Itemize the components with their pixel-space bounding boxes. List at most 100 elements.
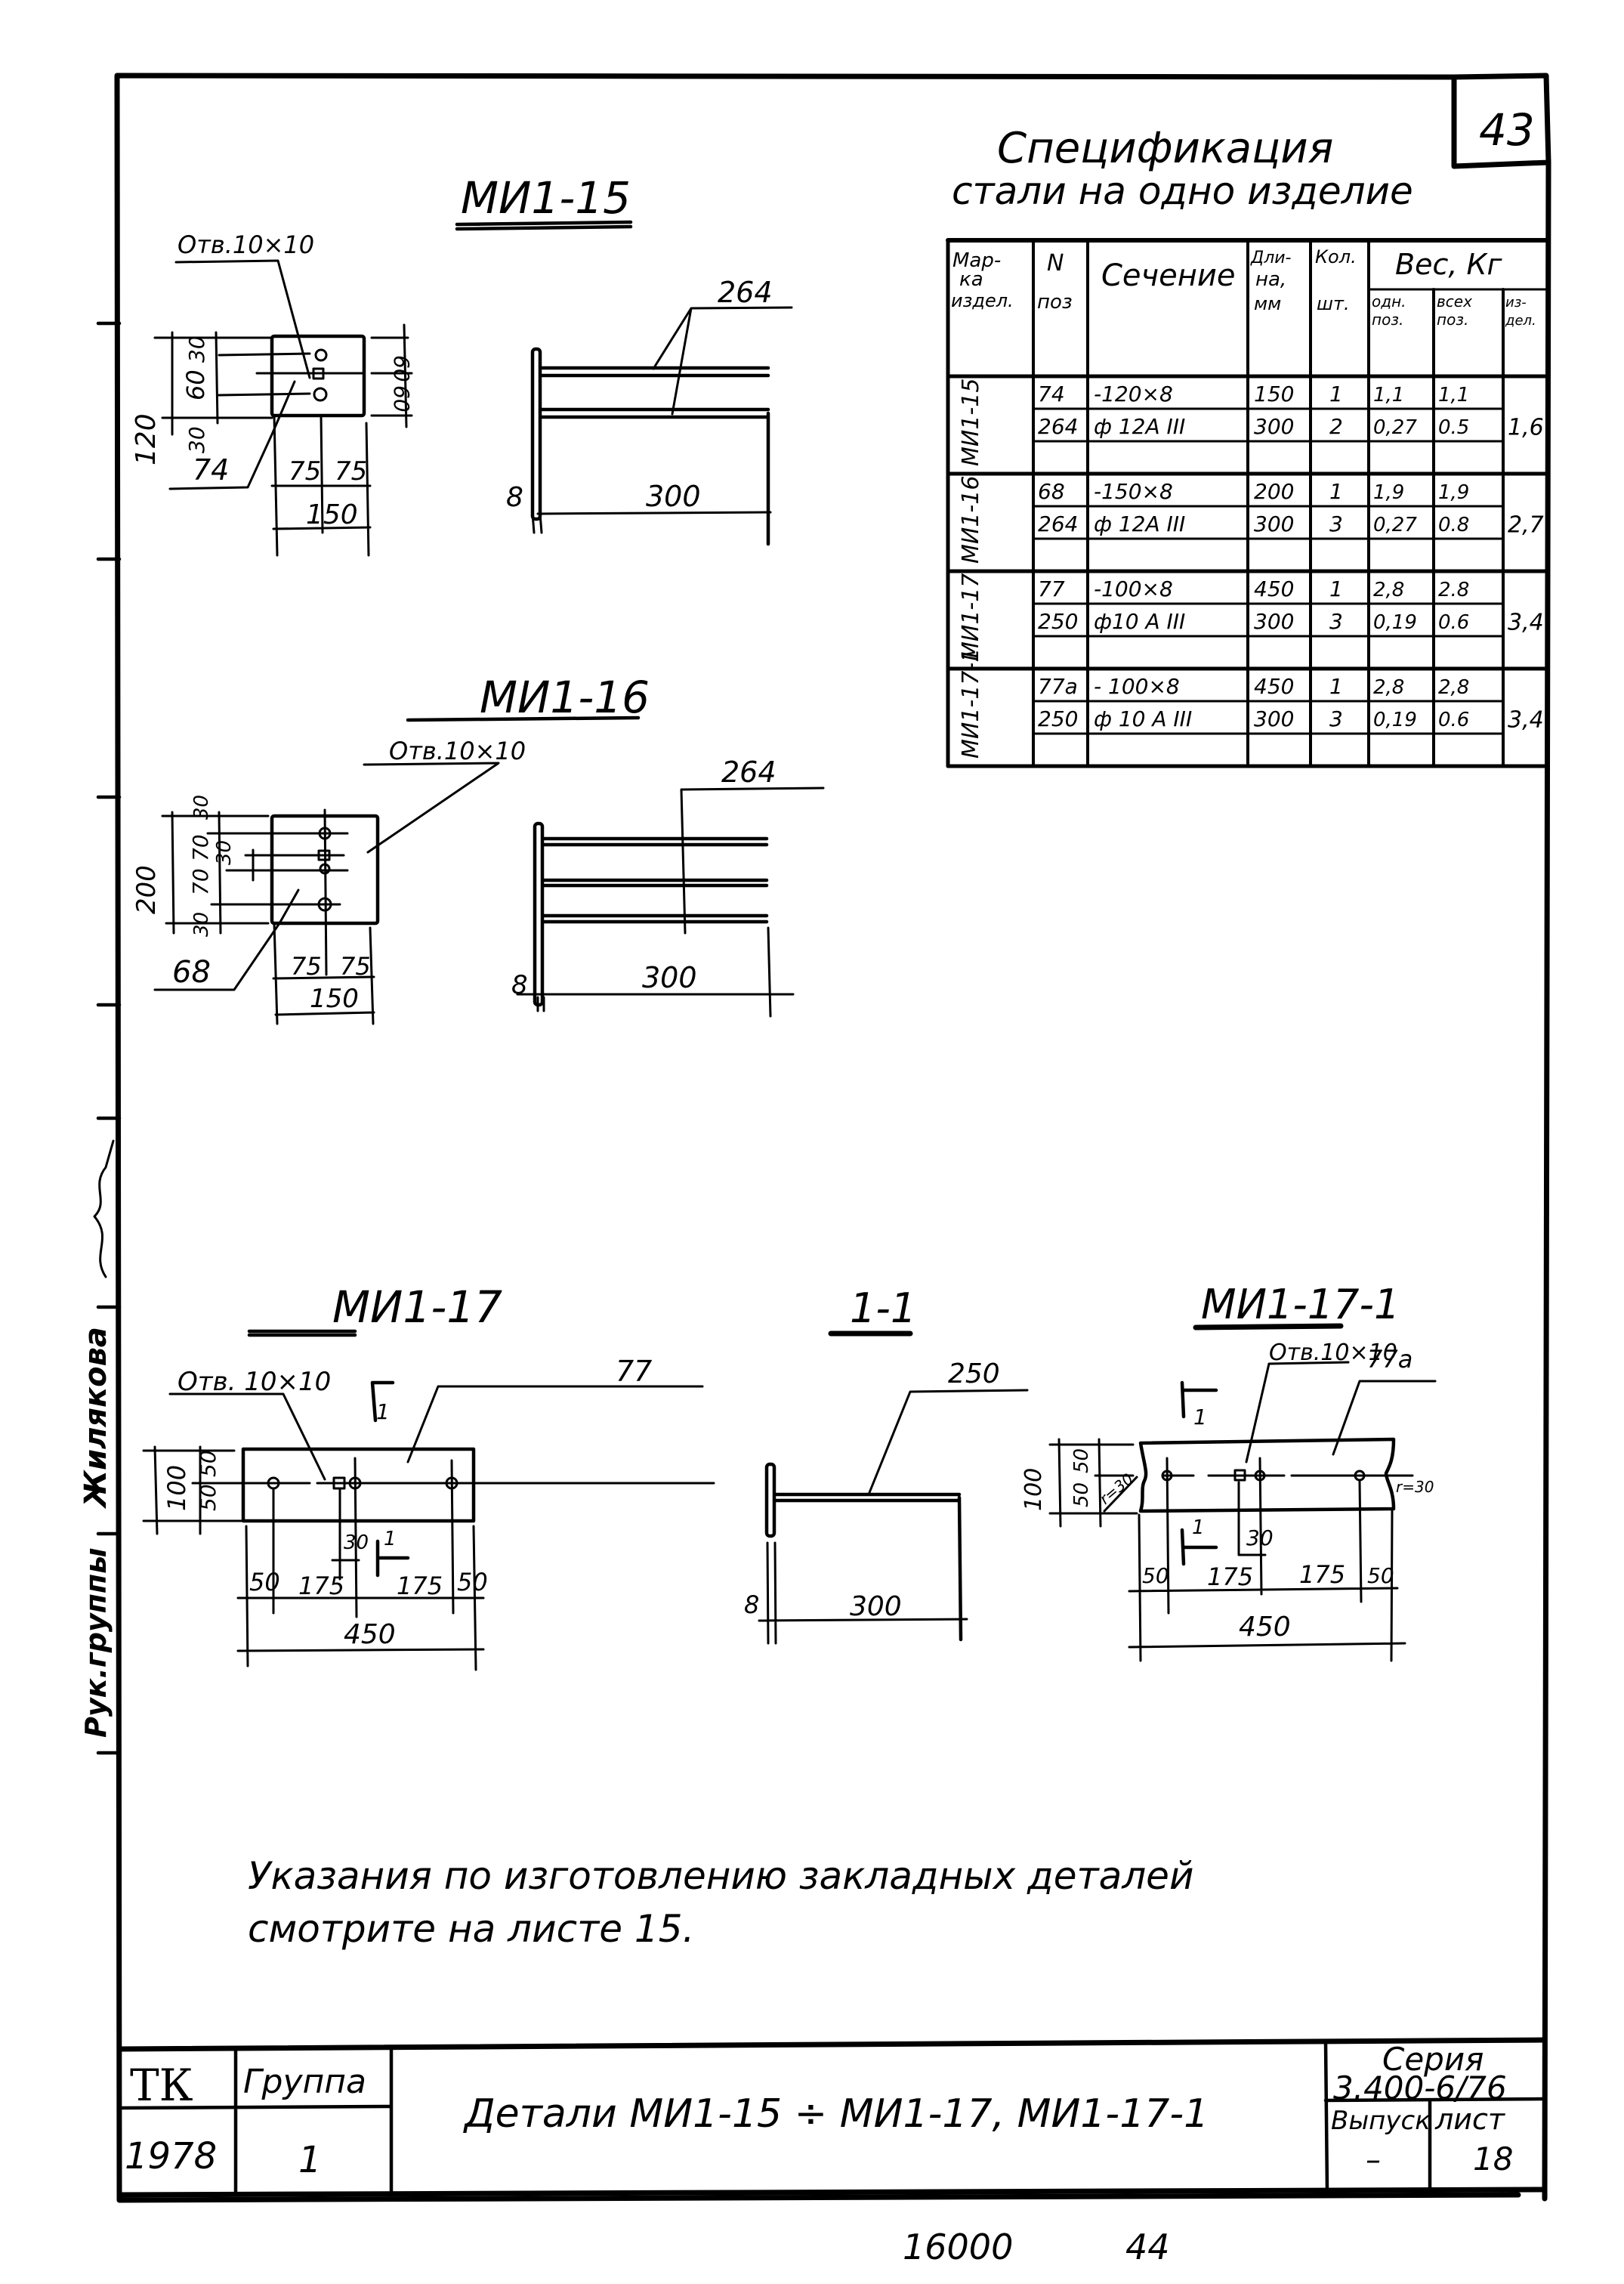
title-block-year: 1978 — [125, 2135, 217, 2177]
cell-section: -150×8 — [1094, 479, 1173, 504]
footer-page: 44 — [1125, 2227, 1170, 2267]
cell-length: 300 — [1254, 512, 1294, 536]
cell-pos: 264 — [1038, 512, 1078, 536]
cell-section: ф 12А III — [1094, 512, 1185, 536]
mi171-dim-h-total: 100 — [1020, 1468, 1047, 1511]
mi16-dim-h-top: 30 — [190, 795, 213, 820]
cell-length: 450 — [1254, 674, 1294, 699]
cell-weight-one: 0,19 — [1373, 611, 1417, 634]
header-section: Сечение — [1101, 258, 1236, 293]
cell-length: 300 — [1254, 706, 1294, 731]
cell-weight-all: 0.6 — [1438, 611, 1469, 634]
title-block-group-label: Группа — [243, 2063, 366, 2101]
mi17-dim-w-total: 450 — [344, 1619, 396, 1650]
header-qty: шт. — [1317, 293, 1350, 314]
mi16-dim-h-bot: 30 — [190, 912, 213, 937]
note-line1: Указания по изготовлению закладных детал… — [248, 1854, 1193, 1898]
cell-pos: 264 — [1038, 414, 1078, 439]
mi16-hole-note: Отв.10×10 — [389, 737, 526, 765]
mi17-section-mark-top: 1 — [376, 1399, 390, 1424]
cell-qty: 1 — [1329, 576, 1343, 601]
mi171-title: МИ1-17-1 — [1201, 1281, 1400, 1328]
mi17-hole-note: Отв. 10×10 — [178, 1367, 331, 1397]
footer-code: 16000 — [903, 2227, 1013, 2267]
mi15-hole-note: Отв.10×10 — [178, 230, 314, 259]
drawing-mi1-16: МИ1-16 Отв.10×10 200 30 70 30 70 30 68 7… — [131, 672, 825, 1025]
title-block-sheet-value: 18 — [1473, 2140, 1513, 2177]
mi16-dim-h-hole: 30 — [213, 840, 236, 865]
header-weight-one: поз. — [1372, 311, 1403, 329]
group-mark-label: МИ1-15 — [958, 379, 984, 466]
mi17-dim-h-total: 100 — [162, 1465, 191, 1511]
cell-section: -120×8 — [1094, 382, 1173, 406]
group-item-weight: 3,4 — [1508, 609, 1544, 635]
header-weight-all: поз. — [1437, 311, 1468, 329]
cell-length: 450 — [1254, 576, 1294, 601]
mi17-dim-w-d: 50 — [457, 1568, 488, 1596]
margin-name-label: Жилякова — [79, 1327, 113, 1510]
cell-weight-all: 0.8 — [1438, 514, 1469, 536]
signature-mark — [93, 1139, 115, 1278]
cell-qty: 1 — [1329, 674, 1343, 699]
cell-pos: 77 — [1038, 576, 1065, 601]
cell-qty: 1 — [1329, 382, 1343, 406]
cell-weight-all: 0.5 — [1438, 416, 1469, 439]
mi15-bar-pos: 264 — [718, 276, 773, 309]
header-length: мм — [1254, 293, 1281, 314]
mi16-dim-w-total: 150 — [310, 984, 359, 1014]
mi17-dim-w-c: 175 — [397, 1572, 443, 1600]
cell-section: ф10 А III — [1094, 609, 1185, 634]
cell-weight-one: 1,9 — [1373, 481, 1404, 504]
title-block-org: ТК — [130, 2060, 193, 2111]
mi15-dim-h-mid: 60 — [181, 369, 210, 400]
mi171-dim-h-top: 50 — [1070, 1448, 1093, 1473]
note-line2: смотрите на листе 15. — [248, 1907, 694, 1951]
group-mark-label: МИ1-16 — [958, 476, 984, 564]
group-mark-label: МИ1-17-1 — [958, 648, 984, 759]
mi16-dim-bar-len: 300 — [642, 961, 697, 994]
section11-dim-thick: 8 — [744, 1590, 759, 1619]
title-block-title: Детали МИ1-15 ÷ МИ1-17, МИ1-17-1 — [463, 2091, 1209, 2137]
specification-table: Мар-каиздел.NпозСечениеДли-на,ммКол.шт.В… — [946, 238, 1549, 768]
mi17-dim-h-bot: 50 — [196, 1484, 221, 1511]
mi15-title: МИ1-15 — [461, 172, 631, 224]
cell-length: 300 — [1254, 609, 1294, 634]
mi16-dim-w-left: 75 — [291, 952, 322, 981]
title-block-group-value: 1 — [298, 2139, 322, 2181]
header-length: Дли- — [1250, 249, 1292, 267]
cell-length: 150 — [1254, 382, 1294, 406]
mi15-dim-r-bot: 60 — [389, 385, 414, 413]
cell-section: ф 10 А III — [1094, 706, 1192, 731]
cell-pos: 74 — [1038, 382, 1065, 406]
mi171-dim-w-hole: 30 — [1246, 1525, 1274, 1550]
cell-weight-one: 1,1 — [1373, 384, 1404, 406]
mi15-dim-w-right: 75 — [335, 456, 367, 487]
section11-bar-pos: 250 — [948, 1358, 1000, 1389]
header-mark: издел. — [951, 290, 1014, 311]
header-mark: Мар- — [952, 249, 1001, 272]
mi171-dim-w-d: 50 — [1367, 1563, 1394, 1588]
mi171-plate-pos: 77а — [1367, 1345, 1413, 1374]
mi15-dim-w-left: 75 — [289, 456, 321, 487]
header-mark: ка — [959, 268, 983, 291]
mi15-dim-h-bot: 30 — [184, 426, 209, 453]
header-length: на, — [1255, 268, 1286, 291]
mi171-dim-w-c: 175 — [1299, 1560, 1345, 1589]
header-pos: поз — [1037, 291, 1073, 314]
mi17-dim-w-b: 175 — [298, 1572, 344, 1600]
cell-weight-all: 2,8 — [1438, 676, 1469, 699]
mi17-title: МИ1-17 — [332, 1281, 502, 1333]
title-block — [116, 2037, 1548, 2198]
group-item-weight: 2,7 — [1508, 512, 1544, 538]
drawing-mi1-15: МИ1-15 Отв.10×10 120 30 60 30 60 60 74 7… — [131, 172, 793, 557]
drawing-section-1-1: 1-1 250 8 300 — [744, 1284, 1029, 1645]
margin-role-label: Рук.группы — [79, 1547, 113, 1738]
cell-weight-one: 0,27 — [1373, 416, 1417, 439]
mi171-dim-w-total: 450 — [1239, 1612, 1291, 1643]
mi17-plate-pos: 77 — [616, 1355, 652, 1388]
cell-weight-all: 1,1 — [1438, 384, 1469, 406]
group-item-weight: 1,6 — [1508, 414, 1544, 440]
cell-pos: 77а — [1038, 674, 1078, 699]
cell-qty: 3 — [1329, 609, 1343, 634]
